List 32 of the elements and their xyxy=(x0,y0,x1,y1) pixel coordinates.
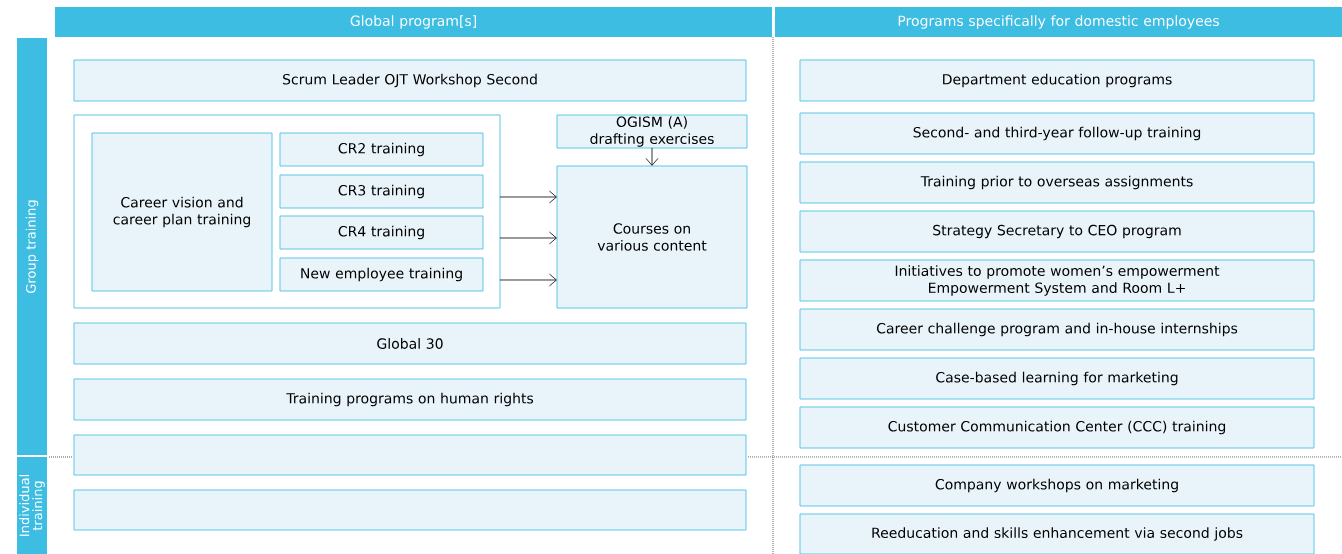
program-box: Scrum Leader OJT Workshop Second xyxy=(73,59,747,102)
arrow xyxy=(499,190,557,204)
column-header: Programs specifically for domestic employees xyxy=(775,7,1342,37)
program-box: Training prior to overseas assignments xyxy=(799,161,1315,204)
program-box: Career vision and career plan training xyxy=(91,132,273,292)
arrow xyxy=(499,231,557,245)
program-box: CR4 training xyxy=(279,215,484,250)
program-box: Global 30 xyxy=(73,322,747,365)
program-box: Training programs on human rights xyxy=(73,378,747,421)
node-label: Individual training xyxy=(19,475,45,536)
program-box: Case-based learning for marketing xyxy=(799,357,1315,400)
program-box: Strategy Secretary to CEO program xyxy=(799,210,1315,253)
program-box xyxy=(73,434,747,476)
program-box: Reeducation and skills enhancement via second jobs xyxy=(799,513,1315,554)
row-band: Group training xyxy=(17,38,47,455)
program-box: Company workshops on marketing xyxy=(799,464,1315,507)
arrow xyxy=(645,147,659,166)
program-box: CR2 training xyxy=(279,132,484,167)
program-box: New employee training xyxy=(279,257,484,292)
program-box xyxy=(73,489,747,531)
row-band: Individual training xyxy=(17,457,47,554)
program-box: CR3 training xyxy=(279,174,484,209)
program-box: Department education programs xyxy=(799,59,1315,102)
program-box: Career challenge program and in-house internships xyxy=(799,308,1315,351)
node-label: Group training xyxy=(25,200,39,293)
column-header: Global program[s] xyxy=(55,7,772,37)
program-box: Initiatives to promote women’s empowerment Empowerment System and Room L+ xyxy=(799,259,1315,302)
program-box: Second- and third-year follow-up training xyxy=(799,112,1315,155)
arrow xyxy=(499,273,557,287)
program-box: OGISM (A) drafting exercises xyxy=(556,114,748,149)
program-box: Customer Communication Center (CCC) training xyxy=(799,406,1315,449)
program-box: Courses on various content xyxy=(556,165,748,309)
